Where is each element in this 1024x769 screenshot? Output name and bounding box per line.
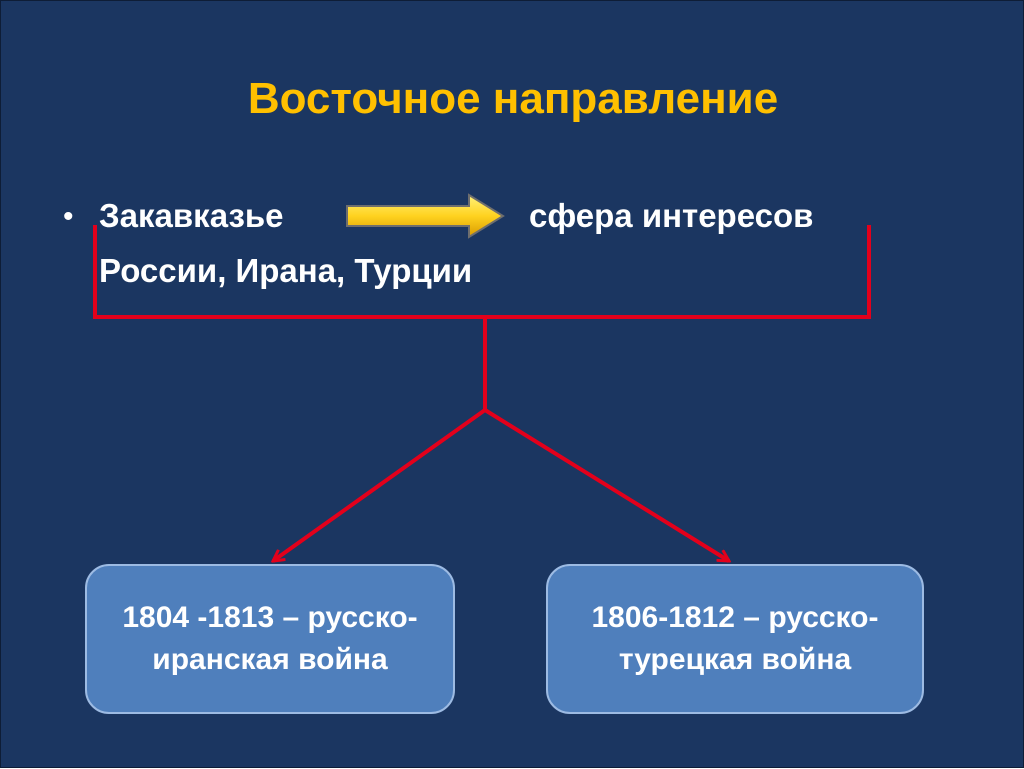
bullet-countries-text: России, Ирана, Турции — [99, 252, 473, 289]
bullet-term: Закавказье — [99, 197, 284, 234]
russo-turkish-war-box: 1806-1812 – русско-турецкая война — [546, 564, 924, 714]
right-arrow-icon — [346, 193, 505, 239]
bracket-line — [93, 225, 871, 319]
russo-iranian-war-label: 1804 -1813 – русско-иранская война — [122, 601, 418, 676]
slide-title: Восточное направление — [247, 74, 779, 123]
left-branch-arrow — [273, 408, 487, 561]
russo-turkish-war-label: 1806-1812 – русско-турецкая война — [591, 601, 879, 676]
russo-iranian-war-box: 1804 -1813 – русско-иранская война — [85, 564, 455, 714]
bullet-marker: • — [63, 200, 74, 233]
bullet-sphere-text: сфера интересов — [529, 197, 814, 234]
right-branch-arrow — [483, 408, 729, 563]
